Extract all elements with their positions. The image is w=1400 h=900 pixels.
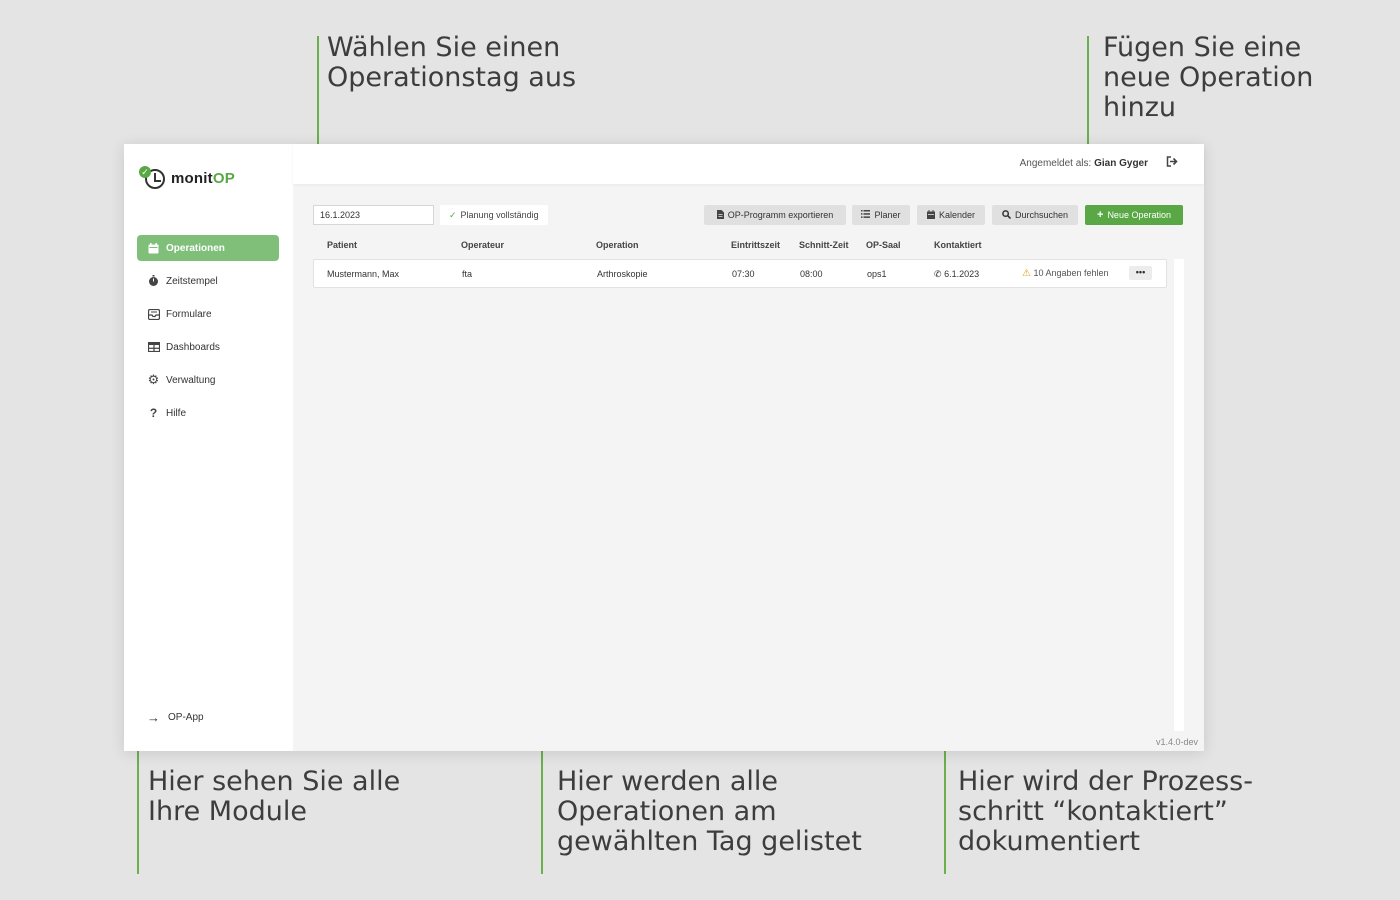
logo-text: monitOP: [171, 169, 235, 187]
sidebar-item-label: Verwaltung: [166, 374, 216, 386]
annotation-select-day: Wählen Sie einen Operationstag aus: [327, 32, 577, 93]
inbox-icon: [147, 308, 160, 321]
list-icon: [861, 210, 871, 220]
sidebar-item-dashboards[interactable]: Dashboards: [137, 334, 279, 360]
scrollbar[interactable]: [1174, 259, 1184, 731]
logged-in-label: Angemeldet als:: [1019, 158, 1092, 169]
kalender-button[interactable]: Kalender: [917, 205, 985, 225]
cell-schnitt-zeit: 08:00: [800, 269, 823, 279]
cell-operation: Arthroskopie: [597, 269, 648, 279]
stopwatch-icon: [147, 275, 160, 288]
planer-button[interactable]: Planer: [852, 205, 910, 225]
sidebar: ✓ monitOP Operationen Zeitstempel: [124, 144, 293, 751]
table-row[interactable]: Mustermann, Max fta Arthroskopie 07:30 0…: [313, 259, 1167, 288]
app-window: ✓ monitOP Operationen Zeitstempel: [124, 144, 1204, 751]
table-icon: [147, 341, 160, 354]
annotation-line-date: [317, 36, 319, 198]
question-icon: ?: [149, 406, 158, 420]
kalender-label: Kalender: [938, 210, 976, 220]
annotation-listed: Hier werden alle Operationen am gewählte…: [557, 766, 862, 857]
logged-in-info: Angemeldet als: Gian Gyger: [1020, 158, 1148, 169]
column-header-kontaktiert[interactable]: Kontaktiert: [934, 240, 982, 250]
annotation-add-operation: Fügen Sie eine neue Operation hinzu: [1103, 32, 1314, 123]
logo[interactable]: ✓ monitOP: [139, 166, 235, 190]
sidebar-item-zeitstempel[interactable]: Zeitstempel: [137, 268, 279, 294]
sidebar-item-formulare[interactable]: Formulare: [137, 301, 279, 327]
column-header-patient[interactable]: Patient: [327, 240, 358, 250]
sidebar-item-label: Zeitstempel: [166, 275, 218, 287]
new-operation-button[interactable]: + Neue Operation: [1085, 205, 1183, 225]
op-app-label: OP-App: [168, 712, 204, 723]
user-name: Gian Gyger: [1094, 158, 1148, 169]
warning-icon: ⚠: [1022, 268, 1031, 279]
op-app-link[interactable]: → OP-App: [147, 710, 204, 725]
sidebar-item-operationen[interactable]: Operationen: [137, 235, 279, 261]
sidebar-item-hilfe[interactable]: ? Hilfe: [137, 400, 279, 426]
sidebar-item-label: Formulare: [166, 308, 212, 320]
plan-status-badge: ✓ Planung vollständig: [440, 205, 548, 225]
cell-op-saal: ops1: [867, 269, 887, 279]
phone-icon: ✆: [934, 269, 942, 279]
warning-text: 10 Angaben fehlen: [1033, 268, 1109, 278]
sidebar-item-label: Dashboards: [166, 341, 220, 353]
gear-icon: ⚙: [147, 372, 160, 387]
planer-label: Planer: [874, 210, 901, 220]
file-icon: [716, 209, 724, 221]
column-header-operation[interactable]: Operation: [596, 240, 639, 250]
cell-kontaktiert: ✆ 6.1.2023: [934, 269, 979, 280]
logout-icon[interactable]: [1166, 156, 1178, 170]
cell-warning: ⚠ 10 Angaben fehlen: [1022, 268, 1109, 279]
plan-status-label: Planung vollständig: [460, 210, 539, 220]
check-icon: ✓: [449, 209, 457, 220]
annotation-modules: Hier sehen Sie alle Ihre Module: [148, 766, 401, 827]
sidebar-nav: Operationen Zeitstempel Formulare Dashbo…: [137, 235, 279, 433]
cell-patient: Mustermann, Max: [327, 269, 400, 279]
version-label: v1.4.0-dev: [1155, 737, 1198, 747]
search-button[interactable]: Durchsuchen: [992, 205, 1078, 225]
search-label: Durchsuchen: [1014, 210, 1069, 220]
calendar-icon: [926, 209, 935, 221]
new-operation-label: Neue Operation: [1107, 210, 1171, 220]
column-header-op-saal[interactable]: OP-Saal: [866, 240, 901, 250]
calendar-icon: [147, 242, 160, 255]
date-input[interactable]: [313, 205, 434, 225]
sidebar-item-verwaltung[interactable]: ⚙ Verwaltung: [137, 367, 279, 393]
row-more-button[interactable]: •••: [1129, 266, 1152, 280]
sidebar-item-label: Hilfe: [166, 407, 187, 419]
export-button[interactable]: OP-Programm exportieren: [704, 205, 846, 225]
column-header-schnitt-zeit[interactable]: Schnitt-Zeit: [799, 240, 849, 250]
plus-icon: +: [1097, 209, 1104, 221]
annotation-line-new-op: [1087, 36, 1089, 206]
kontaktiert-date: 6.1.2023: [944, 269, 980, 279]
export-label: OP-Programm exportieren: [727, 210, 834, 220]
annotation-contacted: Hier wird der Prozess- schritt “kontakti…: [958, 766, 1253, 857]
cell-eintrittszeit: 07:30: [732, 269, 755, 279]
search-icon: [1002, 209, 1012, 221]
column-header-eintrittszeit[interactable]: Eintrittszeit: [731, 240, 781, 250]
top-bar: Angemeldet als: Gian Gyger: [293, 144, 1204, 184]
sidebar-item-label: Operationen: [166, 242, 225, 254]
clock-logo-icon: ✓: [139, 166, 165, 190]
column-header-operateur[interactable]: Operateur: [461, 240, 505, 250]
cell-operateur: fta: [462, 269, 473, 279]
arrow-right-icon: →: [147, 710, 160, 725]
